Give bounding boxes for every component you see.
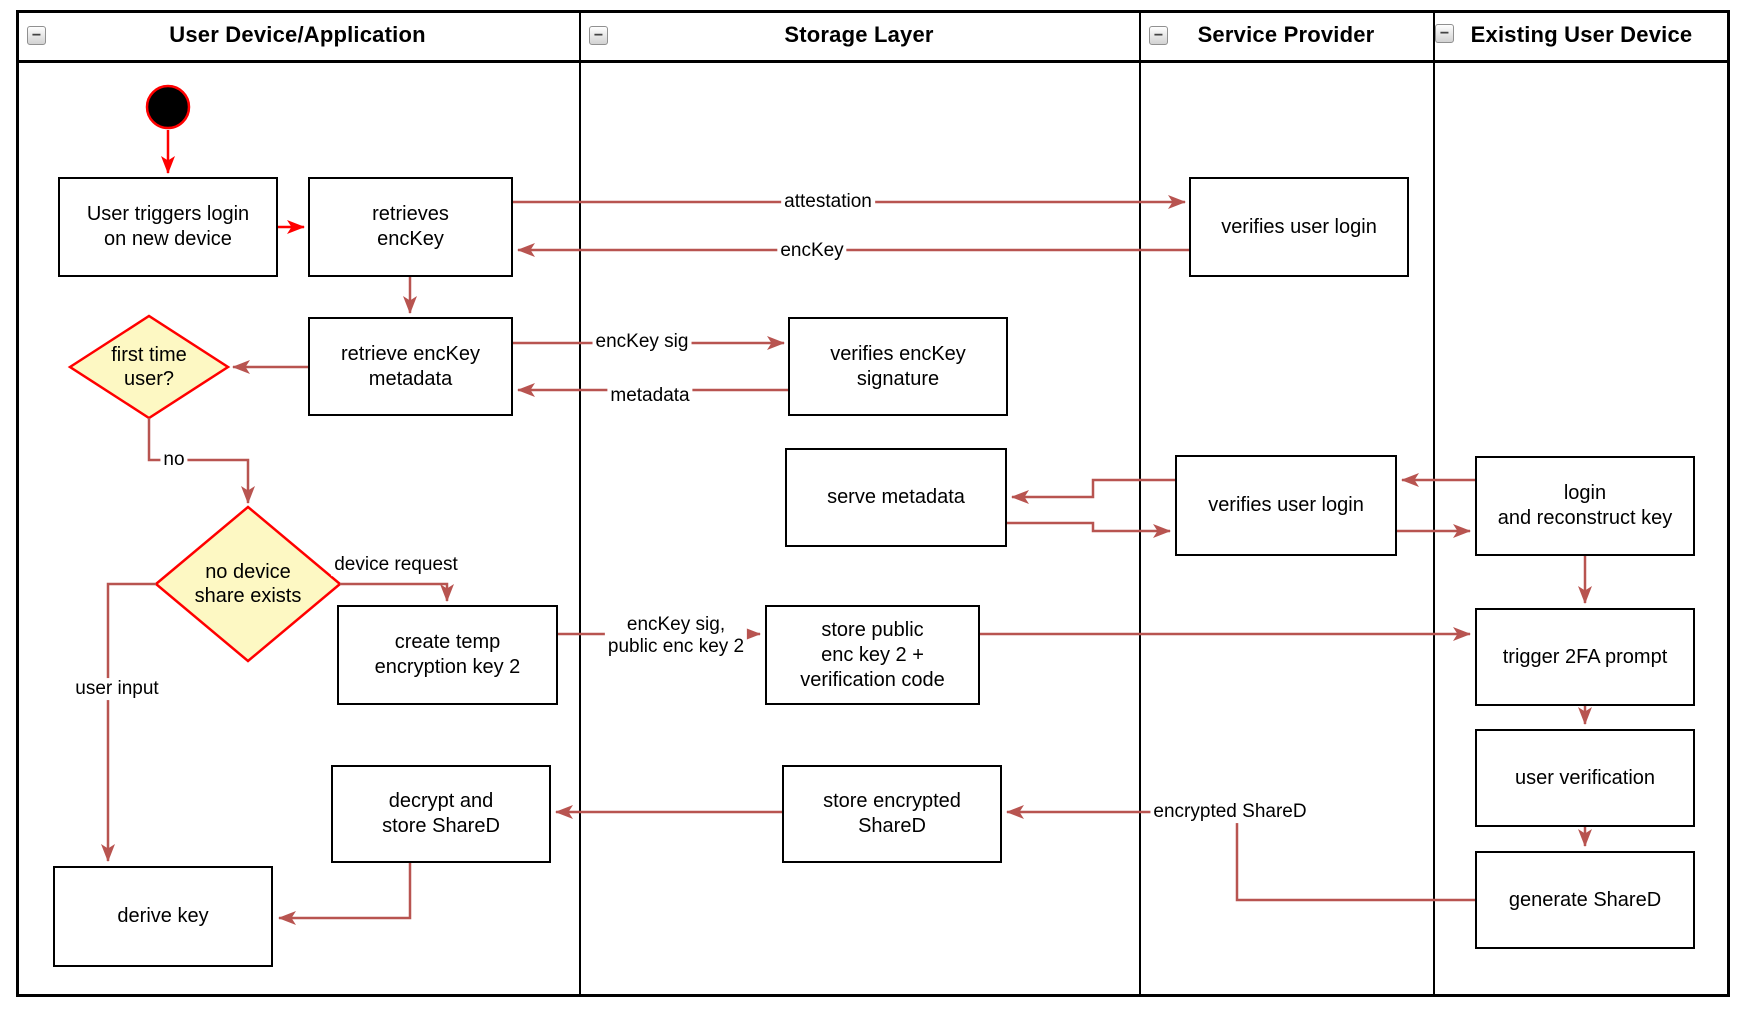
lane-title-text: Existing User Device <box>1470 22 1693 47</box>
node-user-triggers-login[interactable]: User triggers login on new device <box>58 177 278 277</box>
edge-label-encrypted-shared[interactable]: encrypted ShareD <box>1150 801 1310 823</box>
lane-title-text: User Device/Application <box>169 22 426 47</box>
edge-serve-metadata-to-verifies-login[interactable] <box>1007 521 1171 538</box>
edge-label-no[interactable]: no <box>160 449 188 471</box>
edge-label-user-input[interactable]: user input <box>72 678 162 700</box>
collapse-icon-lane-existing-user-device[interactable]: − <box>1435 24 1454 43</box>
node-generate-shared[interactable]: generate ShareD <box>1475 851 1695 949</box>
node-retrieves-enckey[interactable]: retrieves encKey <box>308 177 513 277</box>
collapse-icon-lane-storage-layer[interactable]: − <box>589 26 608 45</box>
edge-decrypt-to-derive-key[interactable] <box>278 863 412 925</box>
edge-encrypted-shared[interactable] <box>1006 805 1475 902</box>
node-store-public-enc-key[interactable]: store public enc key 2 + verification co… <box>765 605 980 705</box>
edge-label-enckey[interactable]: encKey <box>777 240 847 262</box>
edge-user-input-to-derive-key[interactable] <box>101 582 156 862</box>
edge-label-enckey-sig-public[interactable]: encKey sig, public enc key 2 <box>604 614 748 658</box>
decision-label-first-time-user: first time user? <box>111 344 187 390</box>
minus-icon: − <box>593 26 604 44</box>
start-node[interactable] <box>145 84 191 130</box>
node-create-temp-encryption-key[interactable]: create temp encryption key 2 <box>337 605 558 705</box>
edge-no-branch[interactable] <box>147 418 255 504</box>
node-serve-metadata[interactable]: serve metadata <box>785 448 1007 547</box>
minus-icon: − <box>1153 26 1164 44</box>
lane-title-text: Service Provider <box>1197 22 1375 47</box>
lane-divider-1 <box>579 10 581 997</box>
lane-title-text: Storage Layer <box>784 22 934 47</box>
node-verifies-enckey-signature[interactable]: verifies encKey signature <box>788 317 1008 416</box>
edge-verifies-login-to-serve-metadata[interactable] <box>1011 478 1175 504</box>
lane-header-user-device-application[interactable]: User Device/Application <box>16 14 579 56</box>
lane-header-underline <box>16 60 1730 63</box>
edge-label-device-request[interactable]: device request <box>331 554 461 576</box>
edge-label-attestation[interactable]: attestation <box>781 191 875 213</box>
lane-divider-3 <box>1433 10 1435 997</box>
node-decrypt-store-shared[interactable]: decrypt and store ShareD <box>331 765 551 863</box>
node-retrieve-enckey-metadata[interactable]: retrieve encKey metadata <box>308 317 513 416</box>
decision-first-time-user[interactable] <box>67 314 231 420</box>
lane-header-existing-user-device[interactable]: Existing User Device <box>1433 14 1730 56</box>
collapse-icon-lane-service-provider[interactable]: − <box>1149 26 1168 45</box>
minus-icon: − <box>31 26 42 44</box>
edge-label-enckey-sig[interactable]: encKey sig <box>592 331 692 353</box>
minus-icon: − <box>1439 24 1450 42</box>
node-trigger-2fa-prompt[interactable]: trigger 2FA prompt <box>1475 608 1695 706</box>
diagram-frame <box>16 10 1730 997</box>
node-login-reconstruct-key[interactable]: login and reconstruct key <box>1475 456 1695 556</box>
edge-label-metadata[interactable]: metadata <box>607 385 693 407</box>
node-verifies-user-login-mid[interactable]: verifies user login <box>1175 455 1397 556</box>
node-derive-key[interactable]: derive key <box>53 866 273 967</box>
decision-label-no-device-share: no device share exists <box>194 561 302 607</box>
edge-device-request[interactable] <box>340 582 454 602</box>
node-store-encrypted-shared[interactable]: store encrypted ShareD <box>782 765 1002 863</box>
lane-header-storage-layer[interactable]: Storage Layer <box>579 14 1139 56</box>
lane-divider-2 <box>1139 10 1141 997</box>
collapse-icon-lane-user-device[interactable]: − <box>27 26 46 45</box>
node-user-verification[interactable]: user verification <box>1475 729 1695 827</box>
lane-header-service-provider[interactable]: Service Provider <box>1139 14 1433 56</box>
node-verifies-user-login-top[interactable]: verifies user login <box>1189 177 1409 277</box>
